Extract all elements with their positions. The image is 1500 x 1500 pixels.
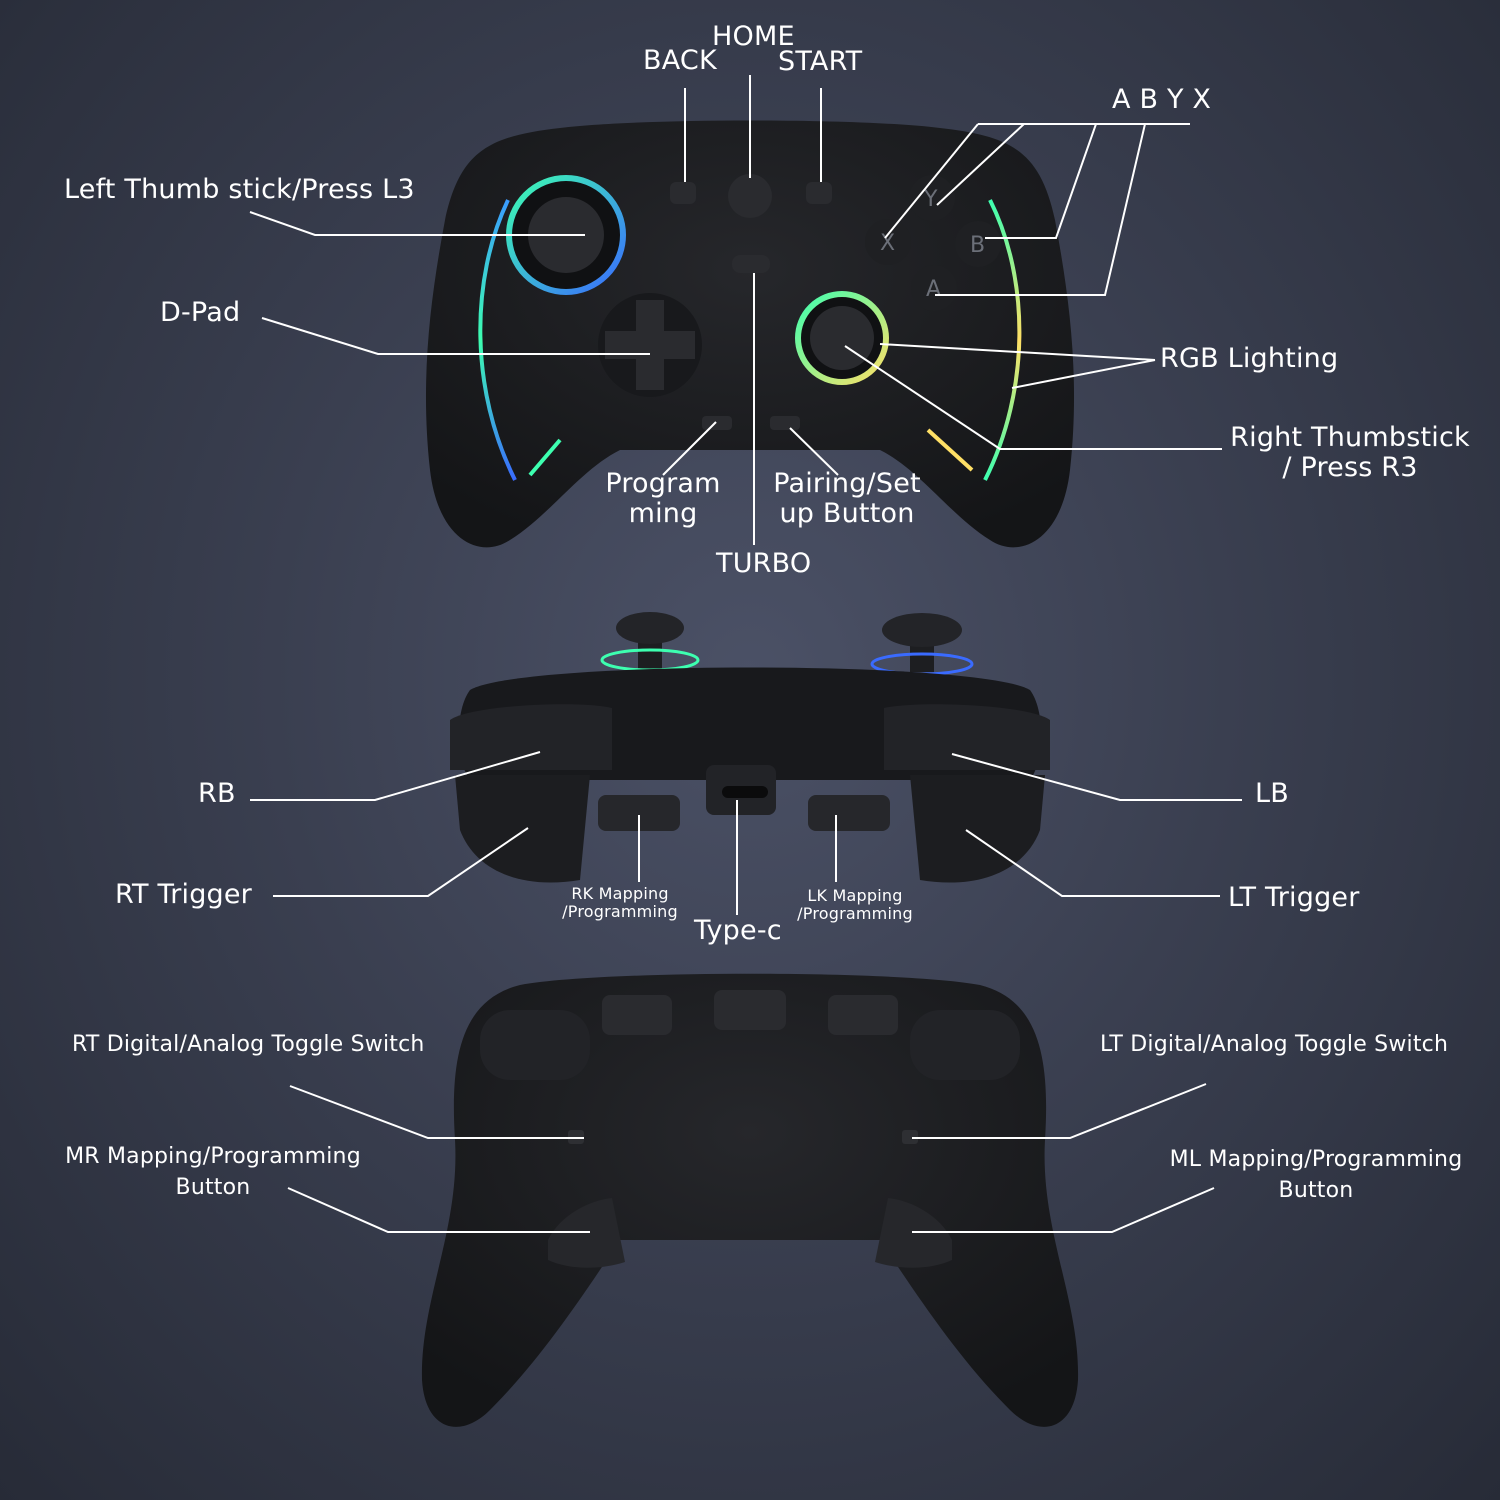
lb-bumper <box>884 704 1050 770</box>
label-rb: RB <box>198 778 236 809</box>
back-button <box>670 182 696 204</box>
label-mr-mapping-line2: Button <box>175 1174 251 1200</box>
label-rk-mapping-line2: /Programming <box>562 901 678 921</box>
label-home: HOME <box>712 21 795 52</box>
rgb-strip-left-inner <box>528 438 562 477</box>
label-pairing-line1: Pairing/Set <box>773 468 921 499</box>
label-rt-toggle: RT Digital/Analog Toggle Switch <box>72 1032 425 1057</box>
back-typec-housing <box>714 990 786 1030</box>
label-start: START <box>778 46 863 77</box>
programming-button <box>702 416 732 430</box>
top-view-controller: Y X B A <box>425 120 1075 548</box>
back-lt-housing <box>910 1010 1020 1080</box>
typec-port <box>722 786 768 798</box>
label-right-thumbstick-line1: Right Thumbstick <box>1230 422 1470 453</box>
leader-left-thumb <box>249 211 585 236</box>
label-pairing: Pairing/Set up Button <box>762 468 932 530</box>
label-lt-toggle: LT Digital/Analog Toggle Switch <box>1100 1032 1449 1057</box>
label-lk-mapping-line2: /Programming <box>797 903 913 923</box>
leader-lt <box>965 829 1220 897</box>
leader-rgb-strip <box>1011 359 1156 389</box>
label-rgb-lighting: RGB Lighting <box>1160 343 1339 374</box>
pairing-button <box>770 416 800 430</box>
a-button <box>911 265 957 311</box>
label-rk-mapping: RK Mapping /Programming <box>555 885 685 921</box>
start-button <box>806 182 832 204</box>
a-glyph: A <box>926 277 941 302</box>
lt-toggle-switch <box>902 1130 918 1144</box>
leader-pairing <box>789 427 839 476</box>
leader-lb <box>951 753 1242 801</box>
leader-rb <box>250 751 541 801</box>
label-rt-trigger: RT Trigger <box>115 879 252 910</box>
back-body <box>421 973 1079 1427</box>
label-typec: Type-c <box>694 915 782 946</box>
lt-trigger <box>910 775 1045 883</box>
leader-right-thumb <box>844 345 1222 450</box>
front-right-stick-cap <box>882 613 962 647</box>
home-button <box>728 174 772 218</box>
y-glyph: Y <box>923 187 938 212</box>
label-left-thumbstick: Left Thumb stick/Press L3 <box>64 174 415 205</box>
label-ml-mapping-line1: ML Mapping/Programming <box>1169 1147 1463 1172</box>
label-right-thumbstick-line2: / Press R3 <box>1282 452 1418 484</box>
lk-mapping-button <box>808 795 890 831</box>
rgb-strip-left <box>478 199 517 481</box>
front-view-controller <box>450 612 1050 883</box>
label-lk-mapping-line1: LK Mapping <box>807 886 903 905</box>
leader-ml <box>912 1187 1215 1233</box>
label-dpad: D-Pad <box>160 297 241 328</box>
label-back: BACK <box>643 45 717 76</box>
leader-abyx-b <box>985 123 1097 239</box>
right-thumbstick <box>810 306 874 370</box>
label-turbo: TURBO <box>716 548 812 579</box>
leader-dpad <box>261 317 650 355</box>
rk-mapping-button <box>598 795 680 831</box>
leader-rt <box>273 827 529 897</box>
back-view-controller <box>421 973 1079 1427</box>
b-button <box>955 221 1001 267</box>
rgb-strip-right <box>983 199 1022 481</box>
back-rt-housing <box>480 1010 590 1080</box>
y-button <box>909 175 955 221</box>
rb-bumper <box>450 704 612 770</box>
label-ml-mapping-line2: Button <box>1278 1177 1354 1203</box>
label-ml-mapping: ML Mapping/Programming Button <box>1164 1147 1468 1203</box>
back-rk-button <box>602 995 672 1035</box>
rgb-strip-right-inner <box>926 428 974 472</box>
turbo-button <box>732 255 770 273</box>
leader-lt-toggle <box>912 1083 1207 1139</box>
back-lk-button <box>828 995 898 1035</box>
label-programming-line1: Program <box>605 468 721 499</box>
label-pairing-line2: up Button <box>779 498 915 530</box>
label-mr-mapping-line1: MR Mapping/Programming <box>65 1144 361 1169</box>
label-right-thumbstick: Right Thumbstick / Press R3 <box>1230 422 1470 484</box>
front-left-stick-cap <box>616 612 684 644</box>
label-lt-trigger: LT Trigger <box>1228 882 1360 913</box>
dpad-cross <box>605 300 695 390</box>
leader-mr <box>287 1187 590 1233</box>
leader-lines <box>249 75 1242 1233</box>
x-button <box>865 219 911 265</box>
label-abyx: A B Y X <box>1112 84 1212 115</box>
label-programming: Program ming <box>598 468 728 530</box>
x-glyph: X <box>880 231 895 256</box>
rt-trigger <box>455 775 590 883</box>
leader-abyx-a <box>935 123 1146 296</box>
label-mr-mapping: MR Mapping/Programming Button <box>60 1144 366 1200</box>
leader-abyx-x <box>884 123 979 239</box>
label-lb: LB <box>1255 778 1289 809</box>
label-programming-line2: ming <box>628 498 698 530</box>
label-rk-mapping-line1: RK Mapping <box>571 884 669 903</box>
leader-rgb-ring <box>879 343 1156 361</box>
b-glyph: B <box>970 233 985 258</box>
leader-rt-toggle <box>289 1085 584 1139</box>
leader-programming <box>662 421 717 476</box>
label-lk-mapping: LK Mapping /Programming <box>790 887 920 923</box>
leader-abyx-y <box>936 123 1025 206</box>
